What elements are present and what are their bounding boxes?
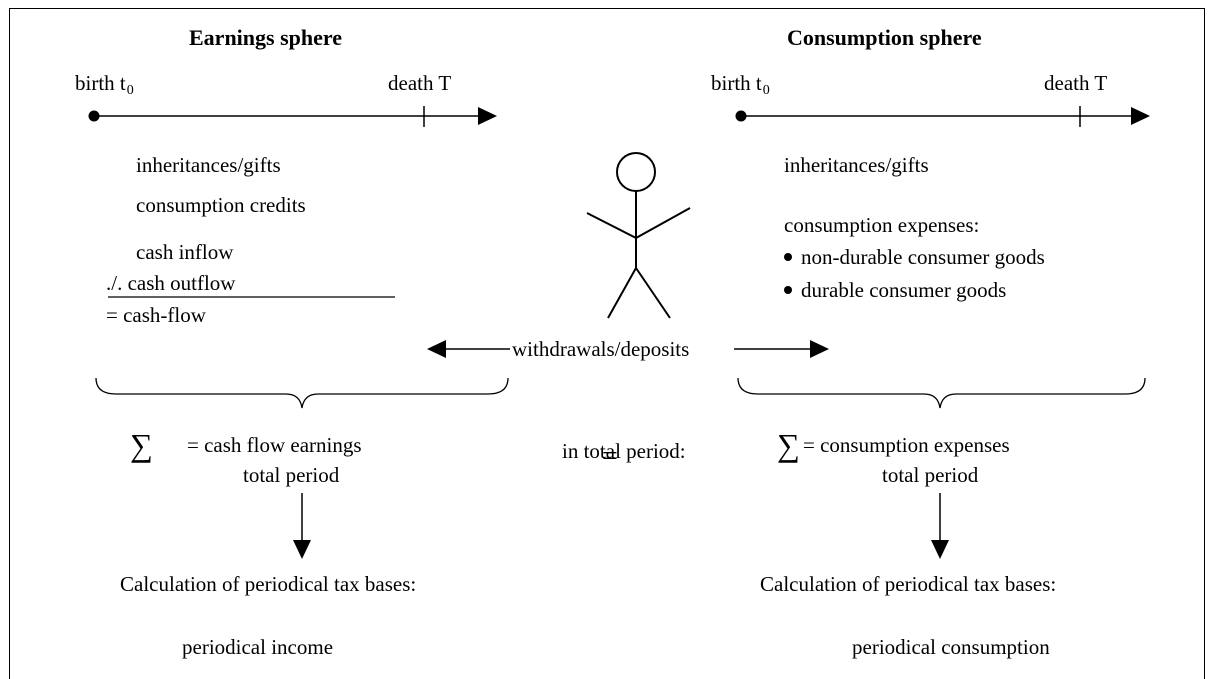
earnings-birth-label: birth t0: [75, 71, 134, 98]
consumption-down-arrow: [931, 493, 949, 559]
consumption-calc-label: Calculation of periodical tax bases:: [760, 572, 1057, 596]
earnings-cash-inflow: cash inflow: [136, 240, 234, 264]
person-right-leg: [635, 267, 671, 319]
consumption-result: periodical consumption: [852, 635, 1050, 659]
total-period-label: in total period:: [562, 439, 686, 463]
consumption-birth-label: birth t0: [711, 71, 770, 98]
earnings-down-arrow: [293, 493, 311, 559]
earnings-calc-label: Calculation of periodical tax bases:: [120, 572, 417, 596]
bullet-icon: [784, 286, 792, 294]
flow-label: withdrawals/deposits: [512, 337, 690, 361]
person-left-arm: [586, 212, 637, 239]
person-figure: [586, 152, 691, 319]
earnings-inheritances: inheritances/gifts: [136, 153, 281, 177]
consumption-bullet-durable: durable consumer goods: [784, 280, 1006, 301]
flow-arrow-right: [810, 340, 829, 358]
consumption-expenses-header: consumption expenses:: [784, 213, 980, 237]
diagram-frame: [9, 8, 1205, 679]
consumption-inheritances: inheritances/gifts: [784, 153, 929, 177]
earnings-title: Earnings sphere: [189, 25, 343, 50]
consumption-brace: [737, 377, 1146, 409]
earnings-sum-line2: total period: [243, 463, 340, 487]
bullet-icon: [784, 253, 792, 261]
total-equals: =: [602, 441, 618, 472]
consumption-timeline: [735, 106, 1150, 127]
earnings-timeline-arrowhead: [478, 107, 497, 125]
consumption-bullet-nondurable: non-durable consumer goods: [784, 247, 1045, 268]
person-left-leg: [607, 267, 637, 319]
earnings-death-label: death T: [388, 71, 452, 95]
consumption-sum-line2: total period: [882, 463, 979, 487]
consumption-sigma: ∑: [777, 427, 800, 463]
consumption-sum-line1: = consumption expenses: [803, 433, 1010, 457]
earnings-sigma: ∑: [130, 427, 153, 463]
person-head: [616, 152, 656, 192]
earnings-cash-flow: = cash-flow: [106, 303, 206, 327]
earnings-brace: [95, 377, 509, 409]
person-right-arm: [635, 207, 691, 239]
consumption-death-label: death T: [1044, 71, 1108, 95]
earnings-result: periodical income: [182, 635, 334, 659]
earnings-timeline: [88, 106, 497, 127]
consumption-timeline-arrowhead: [1131, 107, 1150, 125]
earnings-sum-line1: = cash flow earnings: [187, 433, 362, 457]
flow-arrow-left: [427, 340, 446, 358]
earnings-credits: consumption credits: [136, 193, 306, 217]
flow-arrows: [427, 340, 829, 358]
earnings-cash-outflow: ./. cash outflow: [106, 271, 236, 295]
consumption-title: Consumption sphere: [787, 25, 982, 50]
